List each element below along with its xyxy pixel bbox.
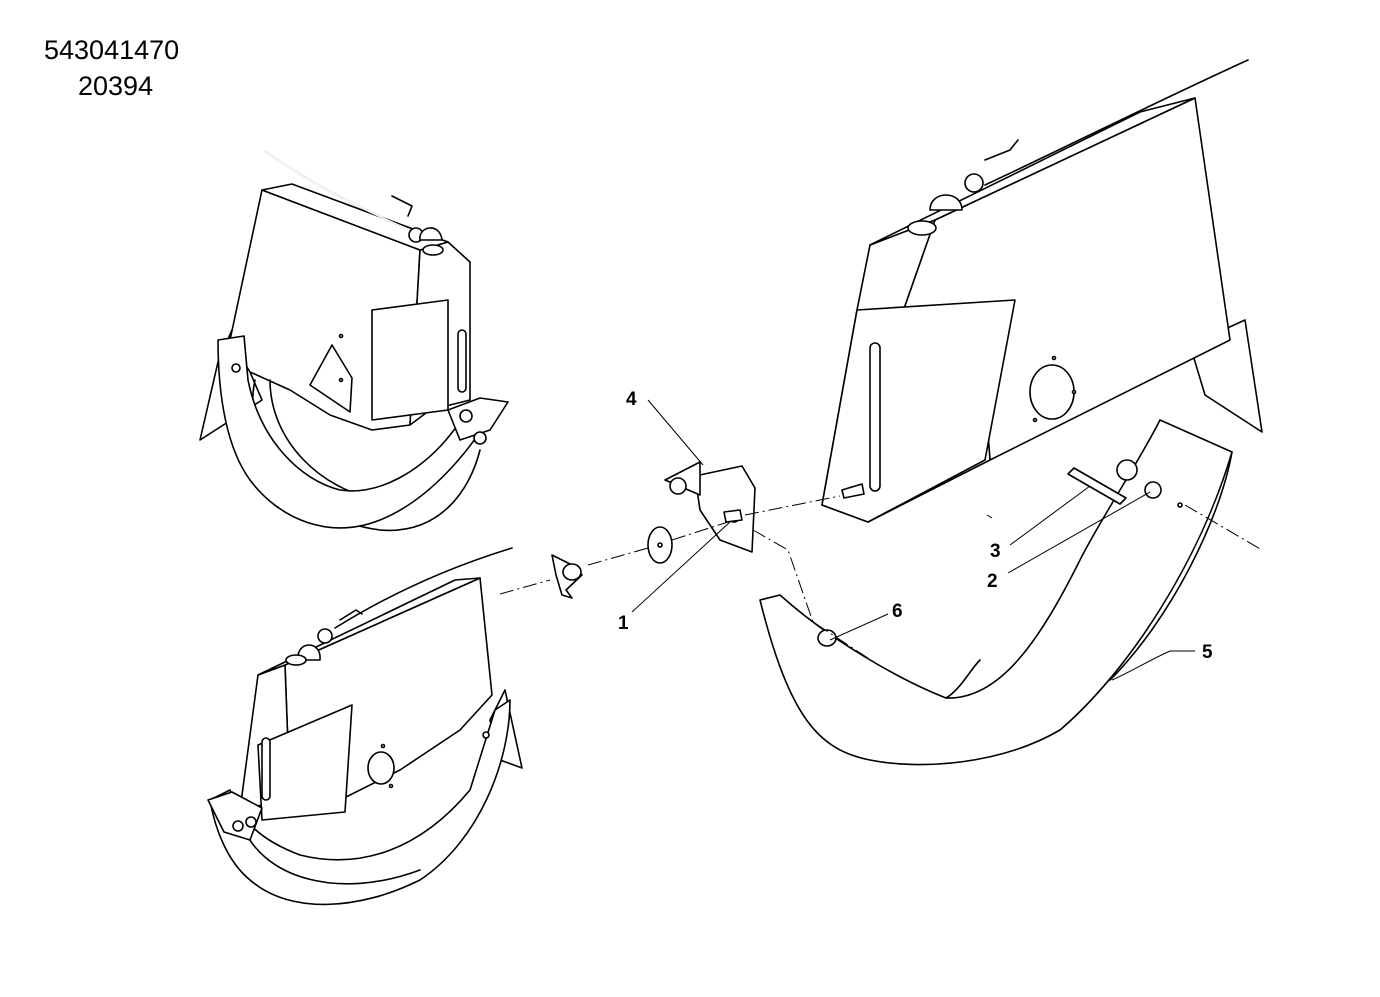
- exploded-washer: [647, 526, 673, 564]
- assembly-view-top-left: [199, 151, 509, 532]
- leader-3: [1009, 485, 1091, 546]
- callout-3: 3: [990, 541, 1001, 562]
- exploded-bracket-part-4: [664, 461, 756, 553]
- tick-mark: [986, 514, 993, 519]
- exploded-wing-nut: [551, 554, 583, 599]
- leader-4: [647, 399, 704, 466]
- leader-1: [631, 521, 731, 613]
- callout-1: 1: [618, 613, 629, 634]
- callout-5: 5: [1202, 642, 1213, 663]
- drawing-number: 20394: [78, 71, 154, 101]
- assembly-view-bottom-left: [207, 547, 523, 906]
- center-line-main: [499, 495, 841, 595]
- center-line-right: [1184, 504, 1263, 551]
- assembly-view-right: [759, 59, 1263, 766]
- callout-2: 2: [987, 571, 998, 592]
- part-number: 543041470: [44, 35, 180, 65]
- center-line-nut: [752, 529, 881, 667]
- callout-4: 4: [626, 389, 637, 410]
- callout-6: 6: [892, 601, 903, 622]
- leader-5: [1111, 650, 1195, 681]
- leader-2: [1007, 491, 1151, 574]
- leader-6: [829, 613, 889, 641]
